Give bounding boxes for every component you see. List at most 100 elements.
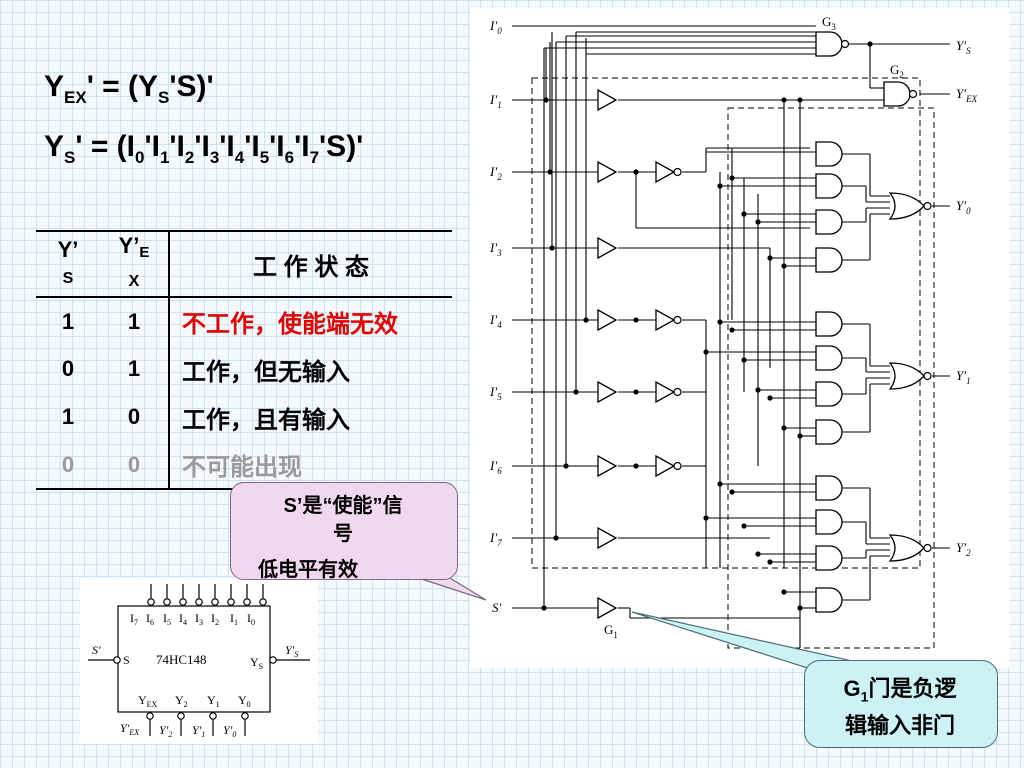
enable-callout-text: S’是“使能”信 号 bbox=[283, 495, 403, 545]
table-row: 0 1 工作，但无输入 bbox=[36, 345, 452, 393]
output-label-y2: Y′2 bbox=[956, 540, 971, 558]
and-gate bbox=[815, 345, 843, 371]
chip-symbol: I7 I6 I5 I4 I3 I2 I1 I0 S S′ 74HC148 YS … bbox=[88, 584, 310, 739]
chip-ys-external-label: Y′S bbox=[285, 643, 298, 659]
input-buffer bbox=[597, 161, 617, 183]
chip-output-external-label: Y′2 bbox=[159, 723, 172, 739]
chip-symbol-panel: I7 I6 I5 I4 I3 I2 I1 I0 S S′ 74HC148 YS … bbox=[80, 578, 318, 744]
and-gate bbox=[815, 381, 843, 407]
inverter bbox=[655, 455, 682, 477]
inverter bbox=[655, 309, 682, 331]
chip-name: 74HC148 bbox=[156, 652, 207, 667]
input-buffer bbox=[597, 455, 617, 477]
cell-yex: 1 bbox=[127, 308, 141, 334]
input-label: I′4 bbox=[489, 312, 502, 330]
s-input-label: S′ bbox=[492, 600, 502, 615]
chip-input-label: I0 bbox=[247, 611, 255, 627]
output-label-y1: Y′1 bbox=[956, 368, 971, 386]
chip-input-label: I6 bbox=[146, 611, 154, 627]
input-label: I′7 bbox=[489, 530, 502, 548]
cell-ys: 0 bbox=[61, 356, 75, 381]
cell-state: 工作，但无输入 bbox=[168, 345, 452, 393]
and-gate bbox=[815, 209, 843, 235]
cell-yex: 0 bbox=[127, 404, 141, 429]
circuit-panel: I′0 I′1 I′2 I′3 I′4 I′5 I′6 I′7 S′ Y′S Y… bbox=[470, 8, 1010, 668]
input-label: I′3 bbox=[489, 240, 502, 258]
chip-output-label: Y2 bbox=[175, 693, 188, 709]
and-gate bbox=[815, 311, 843, 337]
circuit-wires bbox=[512, 25, 950, 648]
cell-yex: 1 bbox=[127, 356, 141, 381]
and-gate bbox=[815, 545, 843, 571]
header-ys: Y’S bbox=[57, 236, 79, 287]
output-label-ys: Y′S bbox=[956, 38, 971, 56]
cell-yex: 0 bbox=[100, 441, 169, 490]
chip-input-label: I5 bbox=[163, 611, 171, 627]
cell-ys: 0 bbox=[36, 441, 100, 490]
input-buffer bbox=[597, 237, 617, 259]
enable-callout bbox=[230, 482, 458, 580]
header-state: 工 作 状 态 bbox=[168, 231, 452, 297]
chip-output-external-label: Y′1 bbox=[192, 723, 205, 739]
input-label: I′2 bbox=[489, 164, 502, 182]
cell-state: 工作，且有输入 bbox=[168, 393, 452, 441]
and-gate bbox=[815, 475, 843, 501]
chip-output-external-label: Y′EX bbox=[120, 721, 140, 737]
and-gate bbox=[815, 141, 843, 167]
input-buffer bbox=[597, 527, 617, 549]
table-row: 1 0 工作，且有输入 bbox=[36, 393, 452, 441]
cell-state: 不工作，使能端无效 bbox=[168, 297, 452, 345]
chip-output-label: Y1 bbox=[207, 693, 220, 709]
gate-label-g3: G3 bbox=[822, 14, 836, 32]
input-label: I′0 bbox=[489, 18, 502, 36]
nor-gate-y2 bbox=[889, 534, 932, 562]
dashed-box-output bbox=[727, 107, 935, 649]
chip-ys-pin-label: YS bbox=[250, 655, 263, 671]
chip-output-label: Y0 bbox=[238, 693, 251, 709]
nor-gate-y1 bbox=[889, 362, 932, 390]
encoder-circuit: I′0 I′1 I′2 I′3 I′4 I′5 I′6 I′7 S′ Y′S Y… bbox=[489, 14, 978, 649]
g1-callout-text: G1门是负逻 辑输入非门 bbox=[843, 676, 957, 739]
table-row: 1 1 不工作，使能端无效 bbox=[36, 297, 452, 345]
output-label-y0: Y′0 bbox=[956, 198, 971, 216]
enable-callout-note: 低电平有效 bbox=[258, 559, 358, 581]
and-gate bbox=[815, 419, 843, 445]
input-label: I′6 bbox=[489, 458, 502, 476]
chip-input-label: I1 bbox=[230, 611, 238, 627]
nor-gate-y0 bbox=[889, 192, 932, 220]
gate-g3 bbox=[815, 31, 843, 57]
inverter bbox=[655, 161, 682, 183]
and-gate bbox=[815, 247, 843, 273]
chip-input-label: I3 bbox=[195, 611, 203, 627]
inverter bbox=[655, 381, 682, 403]
formula-ys: YS' = (I0'I1'I2'I3'I4'I5'I6'I7'S)' bbox=[44, 130, 364, 167]
and-gate bbox=[815, 173, 843, 199]
chip-input-label: I2 bbox=[211, 611, 219, 627]
gate-label-g2: G2 bbox=[890, 62, 904, 80]
junction-dots bbox=[541, 41, 873, 611]
chip-output-external-label: Y′0 bbox=[223, 723, 236, 739]
chip-s-external-label: S′ bbox=[92, 643, 101, 657]
output-label-yex: Y′EX bbox=[956, 86, 978, 104]
input-label: I′1 bbox=[489, 92, 502, 110]
gate-label-g1: G1 bbox=[604, 622, 618, 640]
chip-input-label: I4 bbox=[179, 611, 187, 627]
cell-ys: 1 bbox=[61, 404, 75, 429]
g1-buffer bbox=[597, 597, 617, 619]
dashed-box-encoder bbox=[531, 77, 921, 569]
chip-input-label: I7 bbox=[130, 611, 138, 627]
input-buffer bbox=[597, 309, 617, 331]
chip-output-label: YEX bbox=[138, 693, 158, 709]
and-gate bbox=[815, 509, 843, 535]
cell-ys: 1 bbox=[61, 308, 75, 334]
g1-callout bbox=[804, 660, 998, 748]
formula-yex: YEX' = (YS'S)' bbox=[44, 70, 214, 107]
input-label: I′5 bbox=[489, 384, 502, 402]
input-buffer bbox=[597, 89, 617, 111]
input-buffer bbox=[597, 381, 617, 403]
chip-s-pin-label: S bbox=[123, 653, 130, 667]
and-gate bbox=[815, 587, 843, 613]
